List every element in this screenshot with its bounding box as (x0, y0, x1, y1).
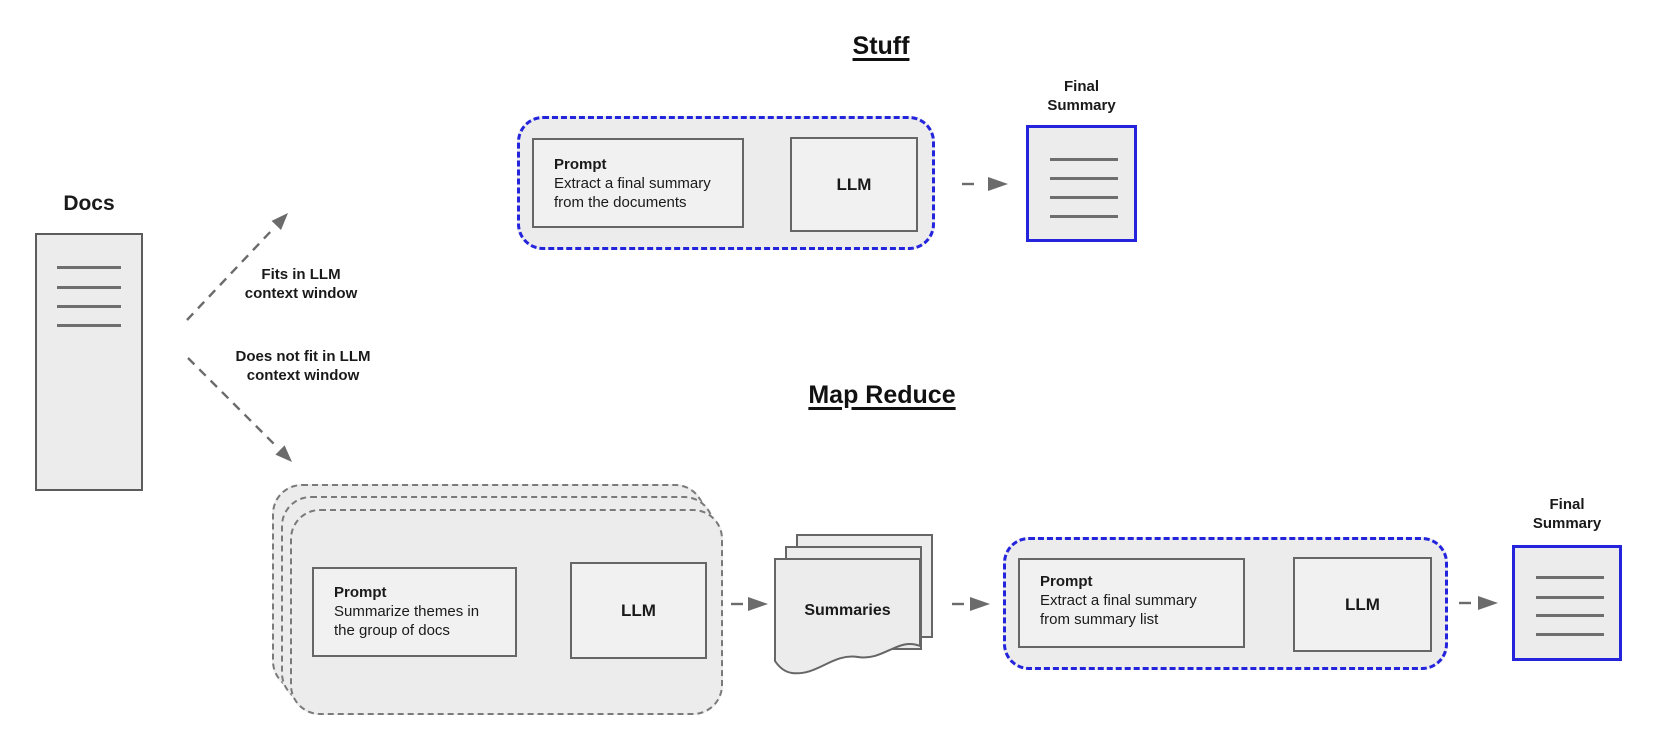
doc-text-line (1536, 633, 1604, 636)
docs-label: Docs (63, 192, 115, 215)
llm-label: LLM (1345, 594, 1380, 614)
reduce-llm-box: LLM (1293, 557, 1432, 652)
stuff-llm-box: LLM (790, 137, 918, 232)
doc-text-line (1050, 158, 1118, 161)
doc-text-line (1536, 614, 1604, 617)
reduce-prompt-box: Prompt Extract a final summary from summ… (1018, 558, 1245, 648)
fits-in-context-label: Fits in LLM context window (244, 266, 358, 302)
doc-text-line (57, 266, 121, 269)
final-summary-label: Final Summary (1047, 78, 1116, 114)
prompt-title: Prompt (1040, 573, 1093, 590)
prompt-title: Prompt (554, 156, 607, 173)
does-not-fit-label: Does not fit in LLM context window (235, 348, 371, 384)
arrow-map-llm-to-summaries (731, 597, 768, 611)
doc-text-line (57, 286, 121, 289)
doc-text-line (1536, 576, 1604, 579)
stuff-title: Stuff (852, 32, 910, 60)
prompt-text-line: Summarize themes in (334, 603, 480, 620)
prompt-title: Prompt (334, 584, 387, 601)
final-summary-document-icon (1512, 545, 1622, 661)
arrow-reduce-to-final-summary (1459, 596, 1498, 610)
doc-text-line (1536, 596, 1604, 599)
prompt-text-line: Extract a final summary (554, 175, 711, 192)
summaries-label: Summaries (804, 602, 891, 619)
doc-text-line (1050, 196, 1118, 199)
map-prompt-box: Prompt Summarize themes in the group of … (312, 567, 517, 657)
prompt-text-line: from the documents (554, 194, 687, 211)
prompt-text-line: from summary list (1040, 611, 1159, 628)
docs-document-icon (35, 233, 143, 491)
doc-text-line (57, 305, 121, 308)
map-llm-box: LLM (570, 562, 707, 659)
final-summary-document-icon (1026, 125, 1137, 242)
arrow-summaries-to-reduce (952, 597, 990, 611)
map-reduce-title: Map Reduce (808, 381, 956, 409)
llm-label: LLM (836, 174, 872, 194)
prompt-text-line: the group of docs (334, 622, 450, 639)
prompt-text-line: Extract a final summary (1040, 592, 1197, 609)
doc-text-line (1050, 177, 1118, 180)
stuff-prompt-box: Prompt Extract a final summary from the … (532, 138, 744, 228)
doc-text-line (57, 324, 121, 327)
final-summary-label: Final Summary (1532, 496, 1602, 532)
llm-label: LLM (621, 600, 656, 620)
arrow-stuff-to-final-summary (962, 177, 1008, 191)
doc-text-line (1050, 215, 1118, 218)
